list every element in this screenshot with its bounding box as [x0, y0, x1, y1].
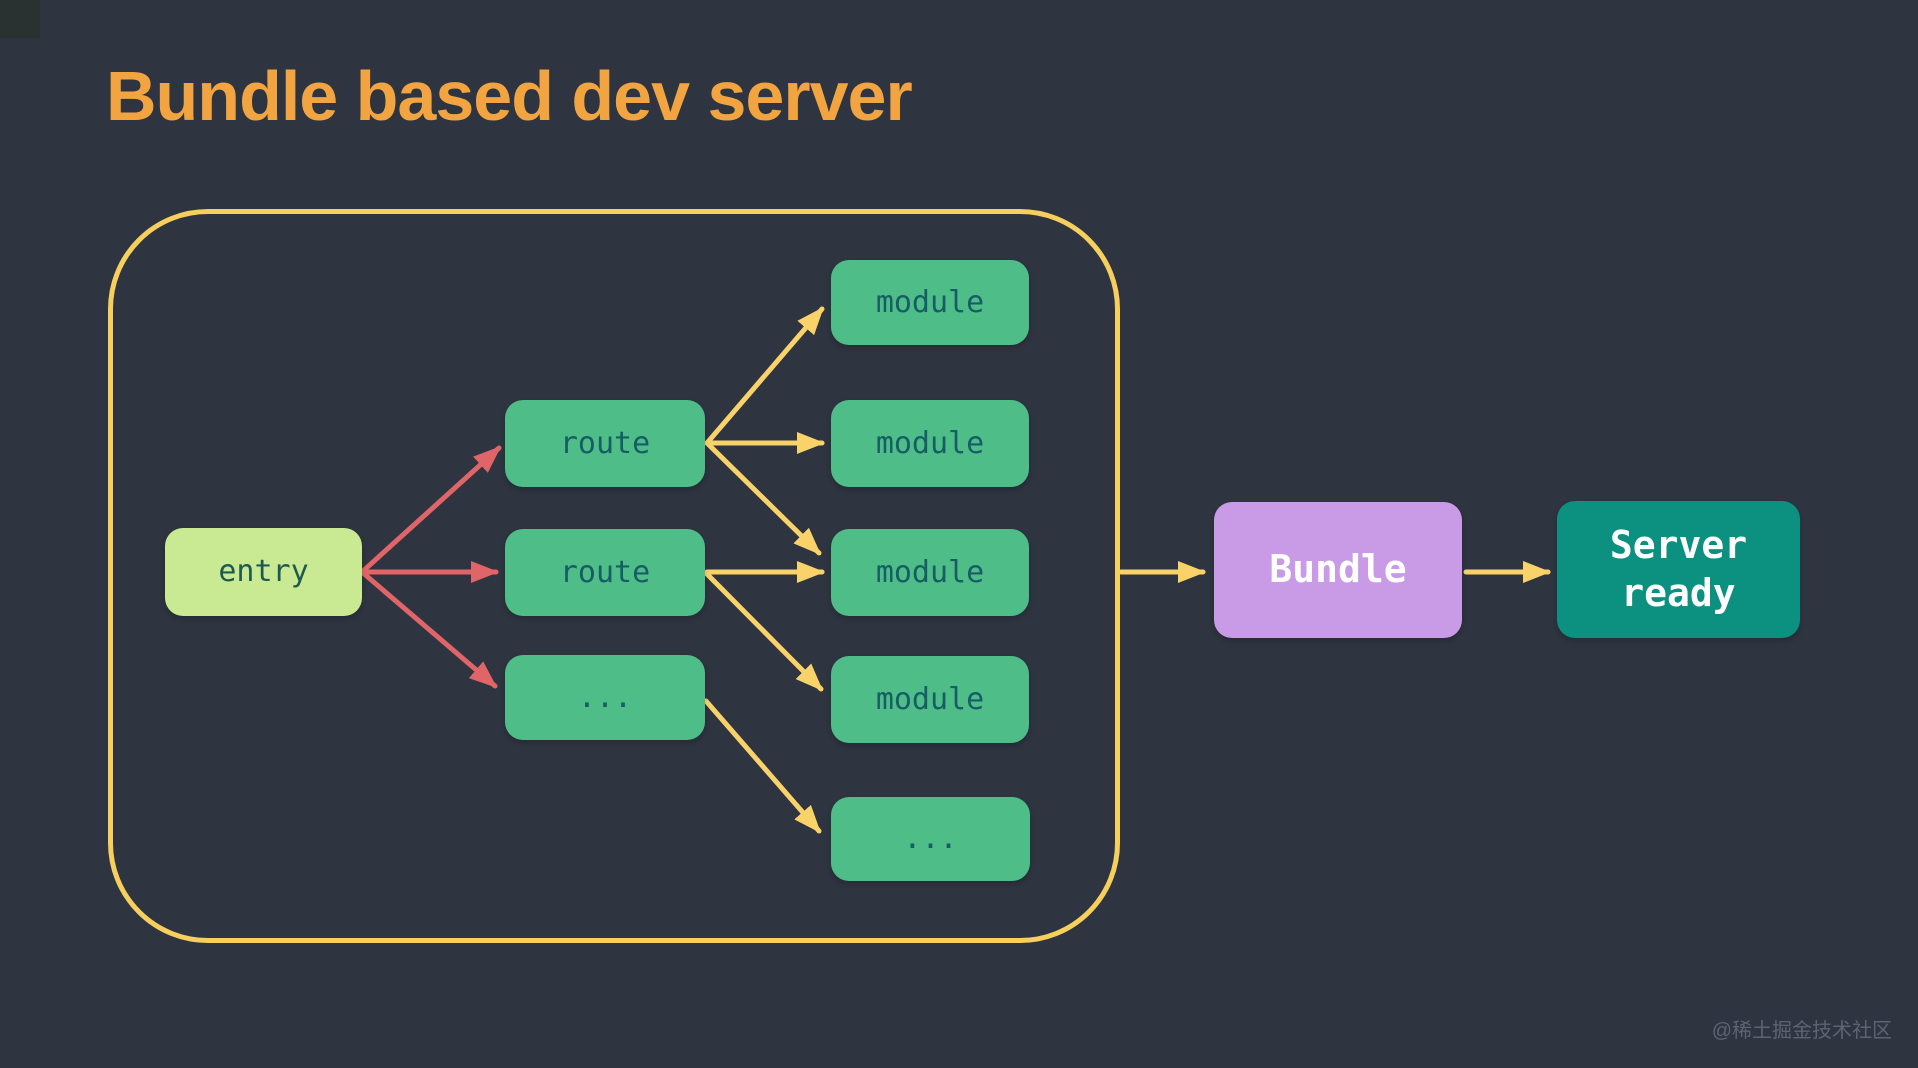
ellipsis-label: ...	[903, 821, 958, 856]
dev-server-container	[108, 209, 1120, 943]
module-label: module	[875, 554, 985, 590]
module-node-2: module	[831, 400, 1029, 487]
server-ready-label: Server ready	[1609, 523, 1748, 615]
page-title: Bundle based dev server	[106, 57, 913, 135]
corner-square	[0, 0, 40, 38]
ellipsis-label: ...	[577, 679, 633, 715]
entry-label: entry	[218, 554, 309, 589]
route-label: route	[559, 425, 651, 461]
module-label: module	[875, 681, 985, 717]
bundle-label: Bundle	[1269, 547, 1407, 592]
module-label: module	[875, 284, 985, 320]
route-label: route	[559, 554, 651, 590]
ellipsis-node-mid: ...	[505, 655, 705, 740]
module-node-3: module	[831, 529, 1029, 616]
module-node-1: module	[831, 260, 1029, 345]
module-label: module	[875, 425, 985, 461]
route-node-1: route	[505, 400, 705, 487]
route-node-2: route	[505, 529, 705, 616]
bundle-node: Bundle	[1214, 502, 1462, 638]
ellipsis-node-right: ...	[831, 797, 1030, 881]
watermark: @稀土掘金技术社区	[1711, 1020, 1892, 1042]
entry-node: entry	[165, 528, 362, 616]
module-node-4: module	[831, 656, 1029, 743]
server-ready-node: Server ready	[1557, 501, 1800, 638]
